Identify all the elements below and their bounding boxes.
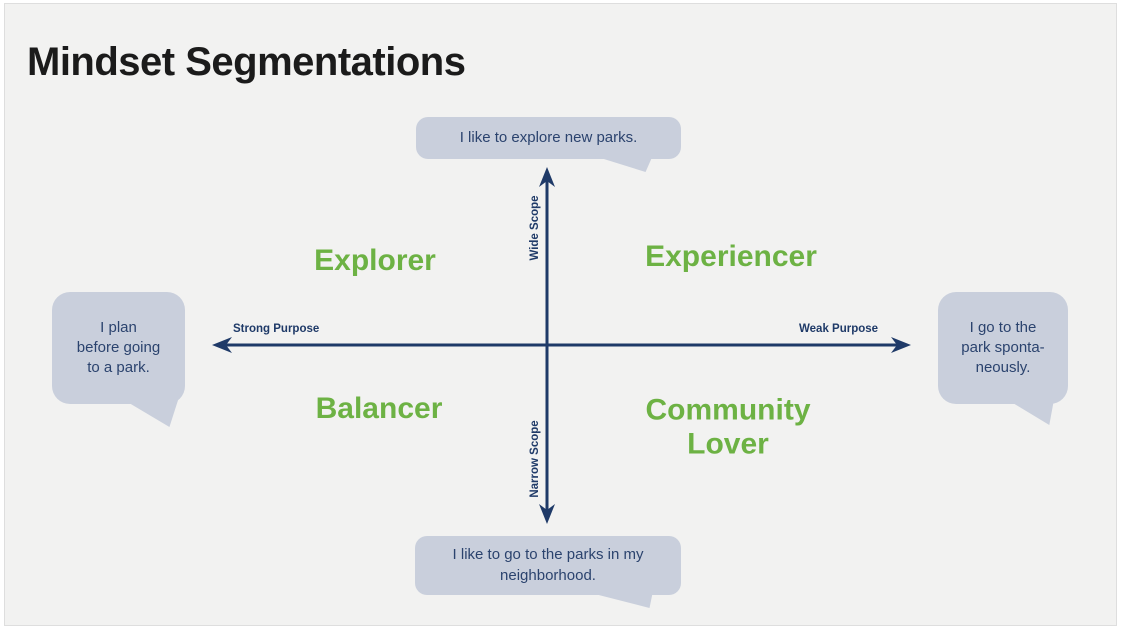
speech-bubble-bottom: I like to go to the parks in my neighbor…: [415, 536, 681, 608]
axis-label-weak-purpose: Weak Purpose: [799, 323, 879, 335]
arrow-up-icon: [539, 167, 555, 187]
arrow-left-icon: [212, 337, 232, 353]
quadrant-label-community-lover: Community Lover: [645, 393, 811, 460]
arrow-down-icon: [539, 504, 555, 524]
speech-bubble-left: I plan before going to a park.: [52, 292, 185, 427]
speech-bubble-bottom-text: I like to go to the parks in my neighbor…: [452, 546, 644, 584]
speech-bubble-top: I like to explore new parks.: [416, 117, 681, 172]
axis-label-wide-scope: Wide Scope: [529, 195, 541, 261]
axis-label-narrow-scope: Narrow Scope: [529, 420, 541, 498]
arrow-right-icon: [891, 337, 911, 353]
speech-bubble-right-text: I go to the park sponta- neously.: [961, 318, 1045, 377]
quadrant-label-explorer: Explorer: [314, 244, 436, 278]
quadrant-label-balancer: Balancer: [315, 392, 443, 426]
speech-bubble-left-text: I plan before going to a park.: [76, 318, 161, 377]
speech-bubble-top-text: I like to explore new parks.: [459, 128, 638, 146]
page-title: Mindset Segmentations: [27, 40, 466, 84]
slide-background: [4, 3, 1117, 626]
speech-bubble-right: I go to the park sponta- neously.: [938, 292, 1068, 425]
axis-label-strong-purpose: Strong Purpose: [233, 323, 320, 335]
quadrant-label-experiencer: Experiencer: [645, 240, 817, 274]
